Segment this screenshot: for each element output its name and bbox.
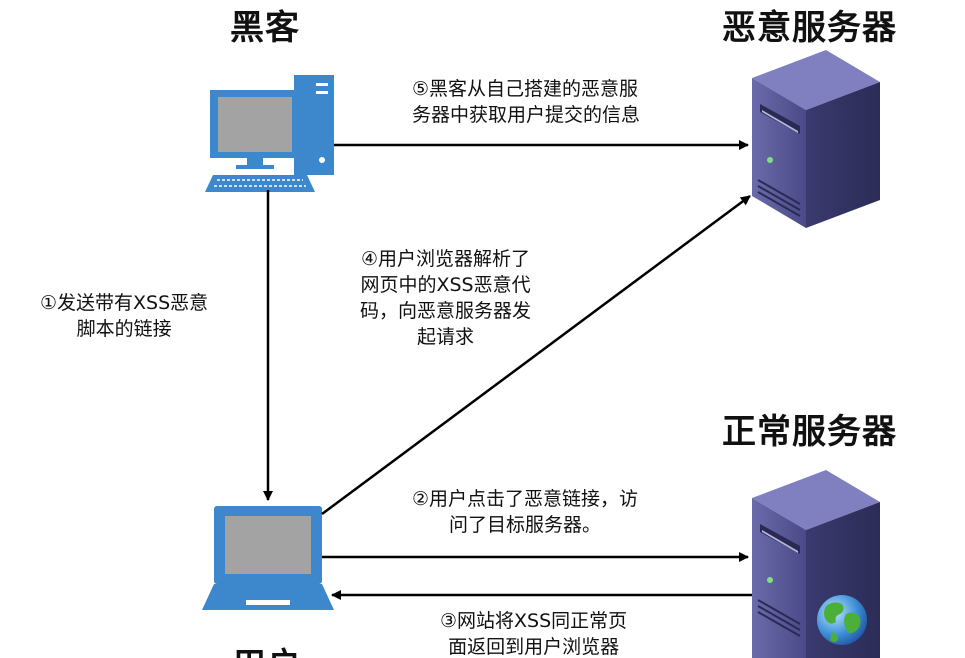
server-tower-icon bbox=[752, 470, 880, 658]
user-label: 用户 bbox=[232, 638, 302, 658]
step3-text: ③网站将XSS同正常页 面返回到用户浏览器 bbox=[440, 610, 628, 658]
arrow-step4 bbox=[321, 194, 751, 516]
step2-text: ②用户点击了恶意链接，访 问了目标服务器。 bbox=[412, 488, 639, 536]
step1-text: ①发送带有XSS恶意 脚本的链接 bbox=[40, 292, 209, 340]
step5-text: ⑤黑客从自己搭建的恶意服 务器中获取用户提交的信息 bbox=[412, 78, 641, 126]
hacker-label: 黑客 bbox=[230, 8, 300, 48]
desktop-computer-icon bbox=[205, 75, 334, 192]
step4-text: ④用户浏览器解析了 网页中的XSS恶意代 码，向恶意服务器发 起请求 bbox=[360, 248, 532, 348]
normal-server-label: 正常服务器 bbox=[722, 412, 897, 452]
globe-icon bbox=[817, 595, 867, 645]
server-tower-icon bbox=[752, 50, 880, 228]
laptop-icon bbox=[202, 506, 334, 610]
malicious-server-label: 恶意服务器 bbox=[722, 8, 897, 48]
